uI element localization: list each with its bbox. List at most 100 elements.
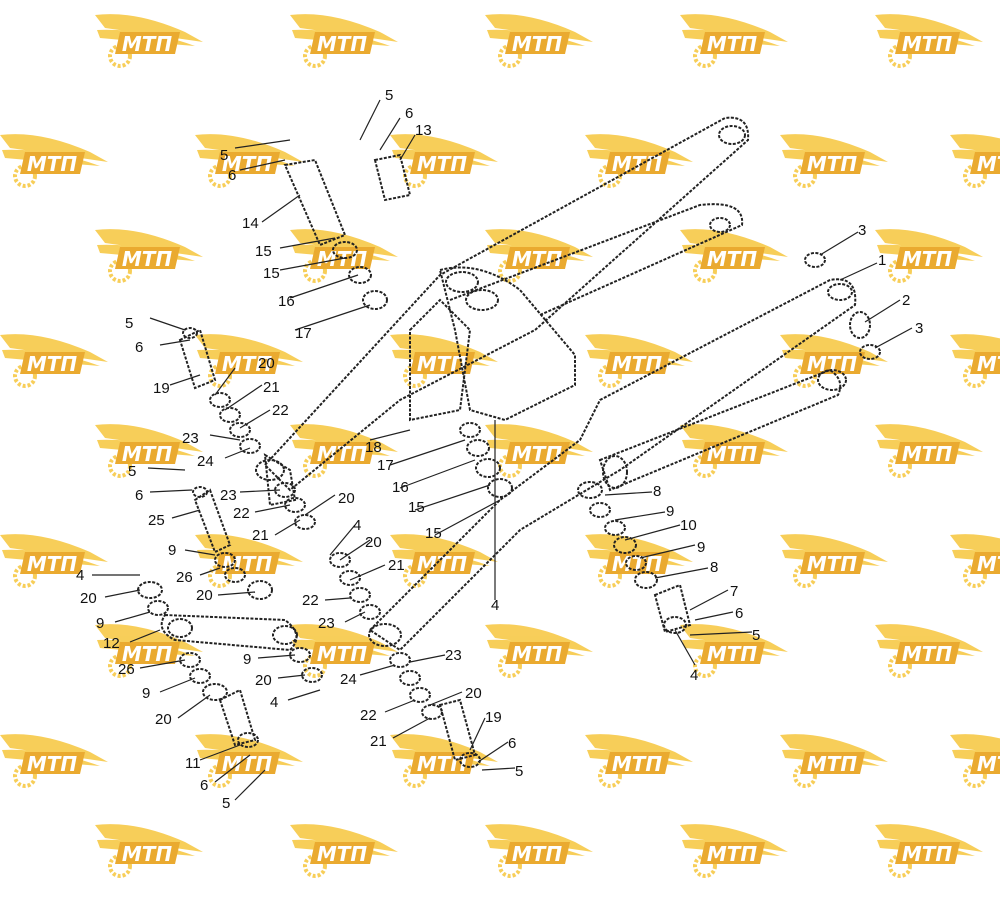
callout-22: 22 (360, 707, 377, 724)
watermark-logo: МТП (485, 424, 593, 478)
watermark-text: МТП (807, 152, 858, 176)
callout-23: 23 (445, 647, 462, 664)
watermark-logo: МТП (195, 134, 303, 188)
watermark-text: МТП (902, 247, 953, 271)
watermark-text: МТП (977, 552, 1000, 576)
callout-numbers: 1 3 2 3 8 9 10 9 8 7 6 5 4 13 6 5 5 6 14… (76, 87, 923, 812)
callout-10: 10 (680, 517, 697, 534)
watermark-text: МТП (512, 32, 563, 56)
callout-21: 21 (370, 733, 387, 750)
callout-8: 8 (710, 559, 718, 576)
callout-6: 6 (135, 487, 143, 504)
callout-1: 1 (878, 252, 886, 269)
watermark-text: МТП (707, 442, 758, 466)
watermark-logo: МТП (680, 424, 788, 478)
main-frame (137, 116, 881, 768)
watermark-text: МТП (707, 842, 758, 866)
watermark-text: МТП (27, 352, 78, 376)
watermark-logo: МТП (290, 14, 398, 68)
watermark-text: МТП (317, 32, 368, 56)
callout-23: 23 (182, 430, 199, 447)
watermark-logo: МТП (290, 824, 398, 878)
callout-5: 5 (385, 87, 393, 104)
watermark-text: МТП (122, 842, 173, 866)
watermark-logo: МТП (950, 334, 1000, 388)
watermark-logo: МТП (950, 534, 1000, 588)
watermark-logo: МТП (0, 534, 108, 588)
watermark-logo: МТП (485, 824, 593, 878)
watermark-logo: МТП (290, 229, 398, 283)
callout-9: 9 (96, 615, 104, 632)
watermark-text: МТП (902, 442, 953, 466)
watermark-text: МТП (902, 842, 953, 866)
watermark-text: МТП (222, 152, 273, 176)
watermark-text: МТП (122, 442, 173, 466)
callout-20: 20 (155, 711, 172, 728)
watermark-logo: МТП (195, 734, 303, 788)
callout-12: 12 (103, 635, 120, 652)
callout-4: 4 (353, 517, 361, 534)
callout-26: 26 (176, 569, 193, 586)
callout-15: 15 (255, 243, 272, 260)
watermark-logo: МТП (680, 624, 788, 678)
watermark-logo: МТП (585, 134, 693, 188)
watermark-text: МТП (707, 32, 758, 56)
callout-5: 5 (220, 147, 228, 164)
callout-21: 21 (263, 379, 280, 396)
watermark-logo: МТП (680, 229, 788, 283)
callout-25: 25 (148, 512, 165, 529)
watermark-text: МТП (612, 752, 663, 776)
callout-6: 6 (135, 339, 143, 356)
watermark-logo: МТП (780, 534, 888, 588)
callout-4: 4 (76, 567, 84, 584)
callout-15: 15 (263, 265, 280, 282)
watermark-logo: МТП (950, 134, 1000, 188)
watermark-logo: МТП (390, 734, 498, 788)
callout-4: 4 (491, 597, 499, 614)
callout-20: 20 (465, 685, 482, 702)
callout-19: 19 (485, 709, 502, 726)
watermark-logo: МТП (0, 134, 108, 188)
callout-20: 20 (258, 355, 275, 372)
watermark-logo: МТП (780, 334, 888, 388)
watermark-logo: МТП (875, 424, 983, 478)
watermark-logo: МТП (195, 334, 303, 388)
watermark-text: МТП (417, 552, 468, 576)
callout-18: 18 (365, 439, 382, 456)
watermark-text: МТП (902, 32, 953, 56)
callout-19: 19 (153, 380, 170, 397)
watermark-text: МТП (807, 752, 858, 776)
watermark-text: МТП (27, 752, 78, 776)
callout-17: 17 (377, 457, 394, 474)
callout-23: 23 (220, 487, 237, 504)
watermark-logo: МТП (290, 624, 398, 678)
callout-20: 20 (255, 672, 272, 689)
callout-11: 11 (185, 755, 201, 772)
watermark-text: МТП (222, 752, 273, 776)
watermark-logo: МТП (585, 734, 693, 788)
callout-4: 4 (690, 667, 698, 684)
watermark-logo: МТП (95, 14, 203, 68)
watermark-logo: МТП (875, 14, 983, 68)
callout-5: 5 (515, 763, 523, 780)
callout-20: 20 (338, 490, 355, 507)
watermark-layer: МТП МТП МТП МТП МТП МТП МТП МТП МТП МТП МТП МТП МТП М… (0, 14, 1000, 878)
callout-26: 26 (118, 661, 135, 678)
callout-22: 22 (233, 505, 250, 522)
watermark-text: МТП (27, 552, 78, 576)
callout-23: 23 (318, 615, 335, 632)
callout-24: 24 (340, 671, 357, 688)
watermark-text: МТП (612, 152, 663, 176)
watermark-logo: МТП (290, 424, 398, 478)
callout-9: 9 (142, 685, 150, 702)
watermark-text: МТП (122, 32, 173, 56)
watermark-logo: МТП (390, 534, 498, 588)
callout-5: 5 (128, 463, 136, 480)
callout-22: 22 (272, 402, 289, 419)
callout-14: 14 (242, 215, 259, 232)
watermark-logo: МТП (585, 534, 693, 588)
watermark-text: МТП (512, 842, 563, 866)
watermark-text: МТП (977, 752, 1000, 776)
callout-2: 2 (902, 292, 910, 309)
